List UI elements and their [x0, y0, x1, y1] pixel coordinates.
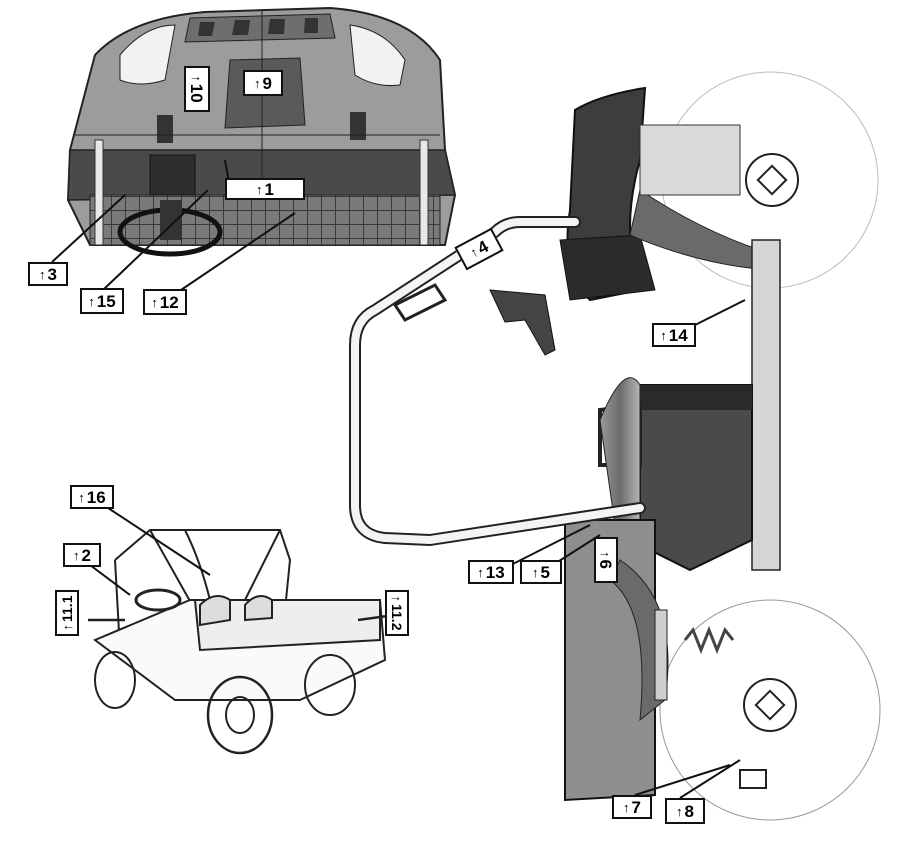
callout-number: 3	[47, 264, 57, 284]
arrow-up-icon: ↑	[477, 564, 484, 580]
arrow-up-icon: ↑	[151, 294, 158, 310]
callout-13: ↑13	[468, 560, 514, 584]
arrow-up-icon: ↑	[389, 595, 405, 603]
callout-number: 11.2	[389, 604, 405, 631]
side-view	[349, 71, 881, 821]
arrow-up-icon: ↑	[254, 75, 261, 91]
leader-lines	[51, 159, 746, 799]
callout-number: 16	[86, 487, 106, 507]
callout-number: 10	[187, 83, 207, 103]
callout-14: ↑14	[652, 323, 696, 347]
callout-8: ↑8	[665, 798, 705, 824]
callout-number: 14	[668, 325, 688, 345]
callout-11-1: ↑ 11.1	[55, 590, 79, 636]
arrow-up-icon: ↑	[676, 803, 683, 819]
callout-number: 13	[485, 562, 505, 582]
callout-5: ↑5	[520, 560, 562, 584]
arrow-up-icon: ↑	[189, 75, 205, 82]
callout-11-2: ↑11.2	[385, 590, 409, 636]
arrow-up-icon: ↑	[39, 266, 46, 282]
callout-10: ↑10	[184, 66, 210, 112]
arrow-up-icon: ↑	[59, 624, 75, 631]
dashboard-view	[66, 6, 457, 257]
callout-number: 7	[631, 797, 641, 817]
callout-1: ↑1	[225, 178, 305, 200]
callout-number: 15	[96, 291, 116, 311]
callout-number: 2	[81, 545, 91, 565]
arrow-up-icon: ↑	[660, 327, 667, 343]
callout-number: 1	[264, 179, 274, 199]
callout-number: 6	[596, 559, 616, 569]
callout-number: 5	[540, 562, 550, 582]
callout-16: ↑16	[70, 485, 114, 509]
callout-15: ↑15	[80, 288, 124, 314]
arrow-up-icon: ↑	[88, 293, 95, 309]
arrow-up-icon: ↑	[623, 799, 630, 815]
callout-number: 12	[159, 292, 179, 312]
arrow-up-icon: ↑	[256, 181, 263, 197]
arrow-up-icon: ↑	[532, 564, 539, 580]
callout-6: ↑6	[594, 537, 618, 583]
callout-number: 11.1	[59, 595, 75, 622]
callout-9: ↑9	[243, 70, 283, 96]
callout-2: ↑2	[63, 543, 101, 567]
arrow-up-icon: ↑	[73, 547, 80, 563]
callout-12: ↑12	[143, 289, 187, 315]
callout-3: ↑3	[28, 262, 68, 286]
callout-7: ↑7	[612, 795, 652, 819]
arrow-up-icon: ↑	[78, 489, 85, 505]
vehicle-isometric-view	[88, 529, 396, 755]
callout-number: 9	[262, 73, 272, 93]
arrow-up-icon: ↑	[598, 551, 614, 558]
callout-number: 8	[684, 801, 694, 821]
